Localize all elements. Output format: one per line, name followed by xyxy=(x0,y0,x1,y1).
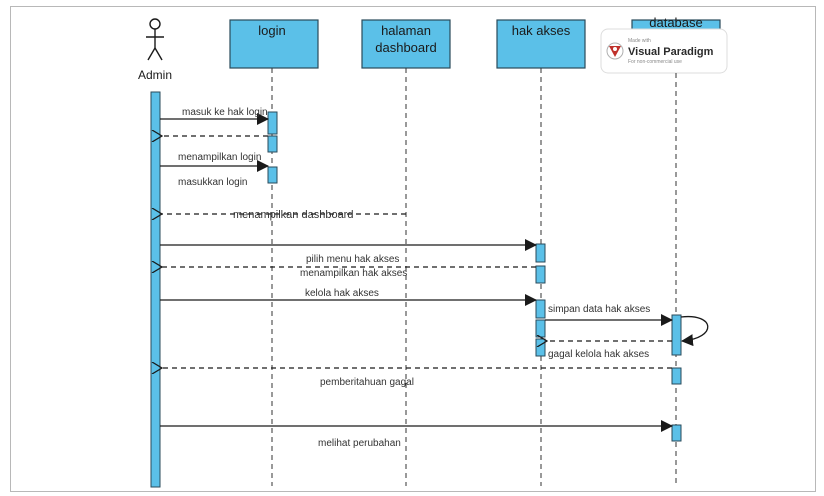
msg-label-simpan: simpan data hak akses xyxy=(548,304,650,315)
msg-arrow-self xyxy=(680,315,709,347)
activation-login-3 xyxy=(267,166,278,184)
activation-bars xyxy=(267,111,682,442)
msg-label-kelola: kelola hak akses xyxy=(305,288,379,299)
activation-hak-akses-1 xyxy=(535,243,546,263)
msg-label-gagal-kelola: gagal kelola hak akses xyxy=(548,349,649,360)
lifeline-dashboard-label-2: dashboard xyxy=(375,40,436,55)
visual-paradigm-watermark: Made with Visual Paradigm For non-commer… xyxy=(600,28,728,74)
actor-label: Admin xyxy=(138,68,172,82)
activation-login-2 xyxy=(267,135,278,153)
lifeline-login-label: login xyxy=(258,23,285,38)
diagram-frame xyxy=(10,6,816,492)
message-arrows xyxy=(160,113,709,432)
msg-label-pemberitahuan: pemberitahuan gagal xyxy=(320,377,414,388)
activation-hak-akses-2 xyxy=(535,265,546,284)
lifeline-dashboard: halaman dashboard xyxy=(361,19,451,69)
stick-figure-icon xyxy=(146,18,164,61)
lifeline-database-label: database xyxy=(649,15,703,30)
msg-label-masuk: masuk ke hak login xyxy=(182,107,268,118)
msg-label-melihat: melihat perubahan xyxy=(318,438,401,449)
watermark-brand: Visual Paradigm xyxy=(628,46,714,58)
watermark-tagline: For non-commercial use xyxy=(628,59,682,65)
msg-label-masukkan-login: masukkan login xyxy=(178,177,247,188)
activation-database-1 xyxy=(671,314,682,356)
msg-label-menampilkan-login: menampilkan login xyxy=(178,152,261,163)
activation-database-3 xyxy=(671,424,682,442)
visual-paradigm-logo-icon xyxy=(606,42,624,60)
msg-label-pilih-menu: pilih menu hak akses xyxy=(306,254,399,265)
watermark-small-text: Made with xyxy=(628,38,651,44)
lifeline-hak-akses-label: hak akses xyxy=(512,23,571,38)
lifeline-hak-akses: hak akses xyxy=(496,19,586,69)
activation-hak-akses-4 xyxy=(535,319,546,338)
activation-hak-akses-3 xyxy=(535,299,546,319)
message-labels: masuk ke hak login menampilkan login mas… xyxy=(178,107,650,449)
lifeline-dashboard-label-1: halaman xyxy=(381,23,431,38)
lifeline-login: login xyxy=(229,19,319,69)
activation-database-2 xyxy=(671,367,682,385)
msg-label-menampilkan-hak-akses: menampilkan hak akses xyxy=(300,268,407,279)
actor-admin: Admin xyxy=(138,18,172,82)
msg-label-menampilkan-dashboard: menampilkan dashboard xyxy=(233,209,353,221)
activation-hak-akses-5 xyxy=(535,338,546,357)
activation-login-1 xyxy=(267,111,278,135)
activation-admin xyxy=(150,91,161,488)
